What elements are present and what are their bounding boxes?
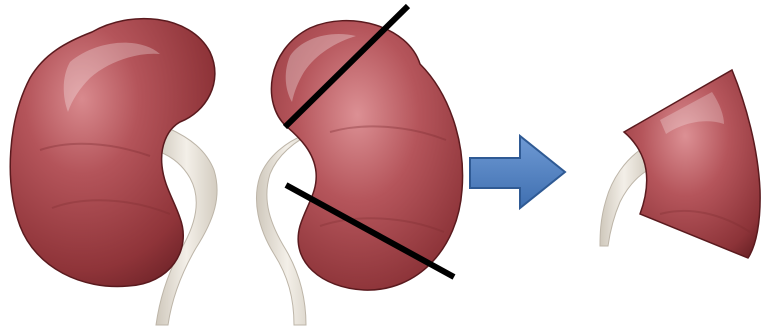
arrow — [470, 136, 565, 208]
right-kidney — [256, 21, 462, 325]
left-kidney — [10, 19, 217, 325]
wedge-body — [624, 70, 760, 258]
arrow-shape — [470, 136, 565, 208]
resected-kidney-wedge — [600, 70, 760, 258]
wedge-ureter — [600, 150, 648, 246]
